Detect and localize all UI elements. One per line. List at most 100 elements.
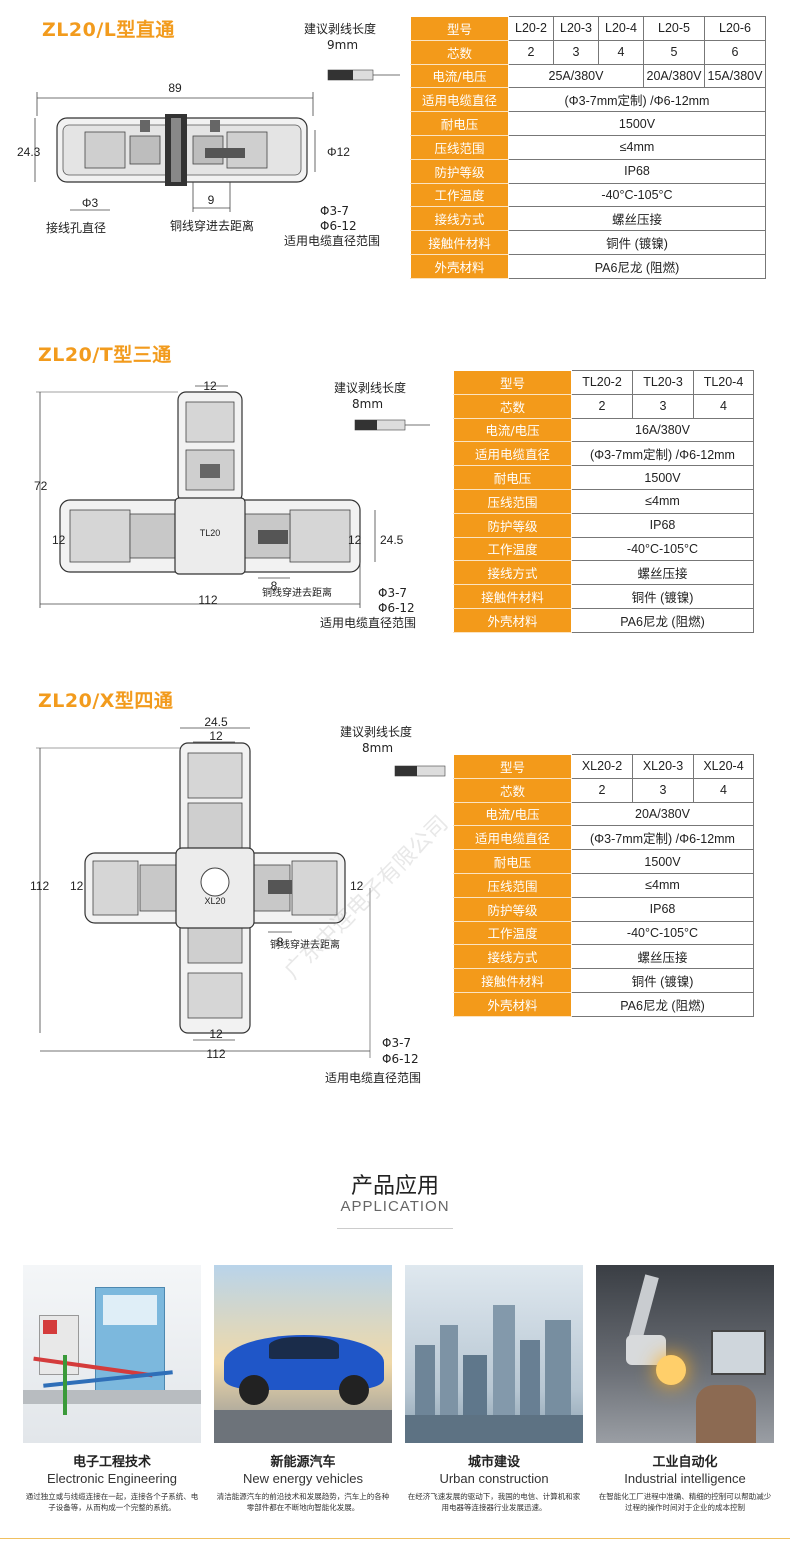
x-dim-top-w: 24.5 <box>204 715 228 729</box>
x-range1: Φ3-7 <box>382 1036 412 1050</box>
cell: IP68 <box>571 512 754 538</box>
application-card-industrial: 工业自动化 Industrial intelligence 在智能化工厂进程中准… <box>596 1265 774 1513</box>
row-label: 防护等级 <box>453 512 572 538</box>
row-label: 电流/电压 <box>453 417 572 443</box>
cell: 2 <box>508 39 554 65</box>
cell: -40°C-105°C <box>571 920 754 946</box>
cell: -40°C-105°C <box>508 182 766 208</box>
application-divider <box>337 1228 453 1229</box>
l-strip-value: 9mm <box>327 38 359 52</box>
x-dim-top: 12 <box>209 729 223 743</box>
cell: 1500V <box>571 465 754 490</box>
x-dim-right: 12 <box>350 879 364 893</box>
application-card-electronic: 电子工程技术 Electronic Engineering 通过独立或与线缆连接… <box>23 1265 201 1513</box>
cell: 1500V <box>571 849 754 874</box>
row-label: 适用电缆直径 <box>410 87 509 113</box>
table-row: 接触件材料铜件 (镀镍) <box>453 584 754 609</box>
cell: XL20-3 <box>632 754 694 779</box>
cell: 2 <box>571 393 633 419</box>
section-title-t: ZL20/T型三通 <box>38 344 172 366</box>
row-label: 工作温度 <box>453 536 572 562</box>
card-title: 城市建设 <box>467 1455 520 1470</box>
x-copper-label: 铜线穿进去距离 <box>270 940 340 951</box>
table-row: 压线范围≤4mm <box>453 872 754 898</box>
cell: 铜件 (镀镍) <box>571 584 754 609</box>
x-dim-inner: 8 <box>277 935 284 949</box>
table-row: 适用电缆直径(Φ3-7mm定制) /Φ6-12mm <box>453 441 754 467</box>
table-row: 工作温度-40°C-105°C <box>453 920 754 946</box>
table-row: 工作温度-40°C-105°C <box>453 536 754 562</box>
t-range2: Φ6-12 <box>378 601 415 615</box>
t-body-mark: TL20 <box>200 528 221 538</box>
table-row: 芯数 2 3 4 <box>453 777 754 803</box>
cell: 25A/380V <box>508 63 644 89</box>
cell: 螺丝压接 <box>508 206 766 232</box>
t-strip-label: 建议剥线长度 <box>334 381 407 395</box>
row-label: 适用电缆直径 <box>453 441 572 467</box>
x-dim-left: 12 <box>70 879 84 893</box>
table-row: 接线方式 螺丝压接 <box>410 206 766 232</box>
cell: 3 <box>553 39 599 65</box>
cell: 20A/380V <box>571 801 754 827</box>
t-dim-height: 72 <box>34 479 48 493</box>
t-dim-top: 12 <box>203 379 217 393</box>
row-label: 防护等级 <box>453 896 572 922</box>
card-subtitle: Industrial intelligence <box>624 1471 746 1486</box>
x-strip-value: 8mm <box>362 741 394 755</box>
application-title: 产品应用 <box>350 1174 439 1199</box>
card-description: 在智能化工厂进程中准确、精细的控制可以帮助减少过程的操作时间对于企业的成本控制 <box>598 1492 772 1512</box>
cell: XL20-2 <box>571 754 633 779</box>
row-label: 外壳材料 <box>453 607 572 633</box>
table-row: 型号 TL20-2 TL20-3 TL20-4 <box>453 370 754 395</box>
cell: IP68 <box>508 158 766 184</box>
table-row: 接线方式螺丝压接 <box>453 560 754 586</box>
l-range2: Φ6-12 <box>320 219 357 233</box>
t-dim-right: 12 <box>348 533 362 547</box>
cell: TL20-2 <box>571 370 633 395</box>
cell: 4 <box>693 393 754 419</box>
card-title: 电子工程技术 <box>72 1455 151 1470</box>
card-subtitle: Electronic Engineering <box>46 1471 178 1486</box>
cell: (Φ3-7mm定制) /Φ6-12mm <box>508 87 766 113</box>
electronic-engineering-image <box>23 1265 201 1443</box>
new-energy-vehicle-image <box>214 1265 392 1443</box>
row-label: 压线范围 <box>453 872 572 898</box>
row-label: 电流/电压 <box>410 63 509 89</box>
row-label: 防护等级 <box>410 158 509 184</box>
cell: 20A/380V <box>643 63 705 89</box>
row-label: 芯数 <box>453 393 572 419</box>
cell: PA6尼龙 (阻燃) <box>571 607 754 633</box>
row-label: 外壳材料 <box>410 253 509 279</box>
application-card-urban: 城市建设 Urban construction 在经济飞速发展的驱动下，我国的电… <box>405 1265 583 1513</box>
x-range-label: 适用电缆直径范围 <box>325 1071 422 1085</box>
cell: L20-4 <box>598 16 644 41</box>
x-range2: Φ6-12 <box>382 1052 419 1066</box>
l-dim-height: 24.3 <box>17 145 41 159</box>
table-row: 外壳材料 PA6尼龙 (阻燃) <box>410 253 766 279</box>
application-subtitle: APPLICATION <box>340 1198 450 1215</box>
row-label: 适用电缆直径 <box>453 825 572 851</box>
cell: XL20-4 <box>693 754 754 779</box>
x-strip-label: 建议剥线长度 <box>340 725 413 739</box>
t-dim-inner: 8 <box>271 579 278 593</box>
row-label: 接触件材料 <box>453 968 572 993</box>
row-label: 工作温度 <box>453 920 572 946</box>
application-card-vehicles: 新能源汽车 New energy vehicles 清洁能源汽车的前沿技术和发展… <box>214 1265 392 1513</box>
cell: 2 <box>571 777 633 803</box>
l-spec-table: 型号 L20-2 L20-3 L20-4 L20-5 L20-6 芯数 2 3 … <box>410 16 766 279</box>
cell: ≤4mm <box>508 134 766 160</box>
card-description: 在经济飞速发展的驱动下，我国的电信、计算机和家用电器等连接器行业发展迅速。 <box>407 1492 581 1512</box>
t-copper-label: 铜线穿进去距离 <box>262 588 332 599</box>
table-row: 工作温度 -40°C-105°C <box>410 182 766 208</box>
cell: 15A/380V <box>704 63 766 89</box>
table-row: 芯数 2 3 4 5 6 <box>410 39 766 65</box>
table-row: 电流/电压 25A/380V 20A/380V 15A/380V <box>410 63 766 89</box>
l-dim-inner: 9 <box>208 193 215 207</box>
row-label: 接线方式 <box>453 560 572 586</box>
l-copper-label: 铜线穿进去距离 <box>170 219 255 233</box>
